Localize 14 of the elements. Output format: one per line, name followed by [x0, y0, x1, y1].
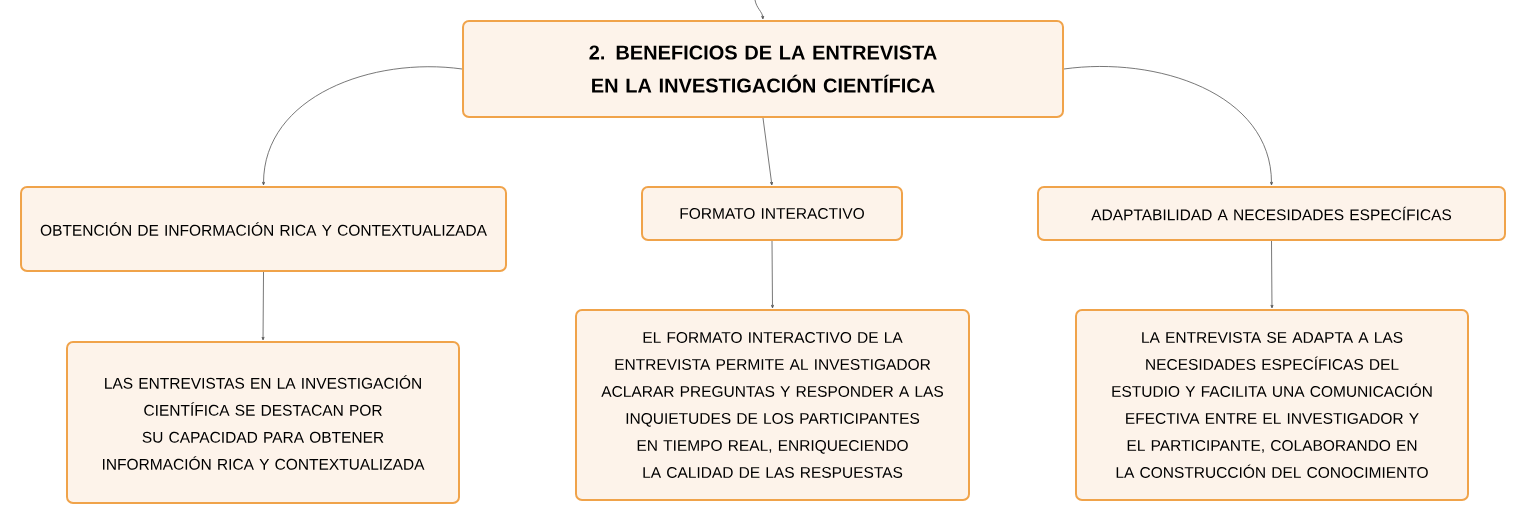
description-box: LA ENTREVISTA SE ADAPTA A LAS NECESIDADES ESPECÍFICAS DEL ESTUDIO Y FACILITA UNA COMUNICACIÓN EFECTIVA ENTRE EL INVESTIGADOR Y EL PARTICIPANTE, COLABORANDO EN LA CONSTRUCCIÓN DEL CONOCIMIENTO	[1075, 309, 1469, 501]
topic-box: OBTENCIÓN DE INFORMACIÓN RICA Y CONTEXTUALIZADA	[20, 186, 507, 272]
topic-box: FORMATO INTERACTIVO	[641, 186, 903, 241]
topic-box: ADAPTABILIDAD A NECESIDADES ESPECÍFICAS	[1037, 186, 1506, 241]
description-box: EL FORMATO INTERACTIVO DE LA ENTREVISTA PERMITE AL INVESTIGADOR ACLARAR PREGUNTAS Y RESPONDER A LAS INQUIETUDES DE LOS PARTICIPANTES EN TIEMPO REAL, ENRIQUECIENDO LA CALIDAD DE LAS RESPUESTAS	[575, 309, 970, 501]
arrow	[262, 66, 463, 186]
arrow	[754, 0, 765, 20]
arrow	[762, 117, 773, 186]
title-box: 2. BENEFICIOS DE LA ENTREVISTA EN LA INVESTIGACIÓN CIENTÍFICA	[462, 20, 1064, 118]
arrow	[1063, 66, 1273, 186]
arrow	[261, 271, 265, 341]
arrow	[1270, 240, 1274, 309]
description-box: LAS ENTREVISTAS EN LA INVESTIGACIÓN CIENTÍFICA SE DESTACAN POR SU CAPACIDAD PARA OBTENER INFORMACIÓN RICA Y CONTEXTUALIZADA	[66, 341, 460, 504]
arrow	[771, 240, 774, 309]
